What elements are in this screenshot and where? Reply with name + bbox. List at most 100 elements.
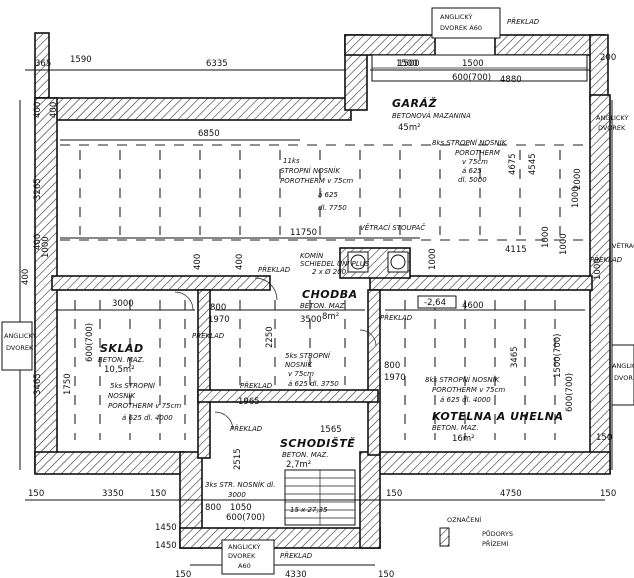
dim-top-7: 600(700)	[452, 73, 491, 83]
dim-bot-1: 150	[28, 489, 44, 499]
lintel-marks: PŘEKLAD PŘEKLAD PŘEKLAD PŘEKLAD PŘEKLAD …	[192, 255, 623, 433]
note-joists-11-l2: STROPNÍ NOSNÍK	[280, 166, 341, 175]
dim-storage-3: 600(700)	[85, 323, 95, 362]
dim-storage-1: 3000	[112, 299, 134, 309]
note-joists-8t-l5: dl. 5000	[458, 176, 487, 184]
lintel-top-line2: DVOREK A60	[440, 24, 482, 32]
dim-top-4: 1500	[396, 59, 418, 69]
courtyard-left-l2: DVOREK	[6, 344, 34, 352]
dim-misc-3: 400	[235, 254, 245, 270]
wall-top-left	[34, 97, 352, 121]
stairs-name: SCHODIŠTĚ	[280, 436, 355, 450]
dims-corridor: 3500 2250 800 1970 1970 800	[208, 303, 406, 383]
note-joists-8t-l2: POROTHERM	[455, 149, 500, 157]
lintel-bottom-line1: ANGLICKÝ	[228, 542, 260, 551]
dim-right-3: 3465	[510, 346, 520, 368]
dim-misc-10: 400	[49, 102, 59, 118]
storage-name: SKLAD	[100, 342, 144, 355]
note-vent: VĚTRACÍ STOUPAČ	[360, 223, 425, 232]
garage-name: GARÁŽ	[392, 96, 438, 110]
dim-bs-2: 4330	[285, 570, 307, 578]
note-joists-5-corridor: 5ks STROPNÍ NOSNÍK v 75cm á 625 dl. 3750	[285, 351, 339, 388]
dim-boiler-3: 600(700)	[565, 373, 575, 412]
note-j3-l2: 3000	[228, 491, 246, 499]
joist-lines	[60, 144, 585, 440]
room-stairs: SCHODIŠTĚ BETON. MAZ. 2,7m²	[280, 436, 355, 470]
dim-bs-4: 150	[378, 570, 394, 578]
dim-left-2: 3265	[33, 178, 43, 200]
lintel-bottom-line3: A60	[238, 562, 251, 570]
door-swings	[174, 277, 377, 431]
wall-right-upper-stub	[589, 34, 609, 101]
dim-left-3: 400	[33, 234, 43, 250]
dims-bottom-row: 150 3350 150 1450 4750 150 150	[28, 489, 616, 533]
note-joists-8t-l4: á 625	[462, 167, 482, 175]
note-j5c-l4: á 625 dl. 3750	[288, 380, 339, 388]
dim-boiler-2: 1500(700)	[553, 334, 563, 379]
note-vent-right: VĚTRACÍ	[612, 241, 634, 250]
wall-bottom-right	[371, 451, 611, 475]
note-j5c-l1: 5ks STROPNÍ	[285, 351, 331, 360]
dim-misc-9: 1000	[593, 258, 603, 280]
dims-top-row: 365 1590 6335 1500 1500 4880 600(700) 20…	[35, 53, 616, 85]
dim-corridor-5: 1970	[384, 373, 406, 383]
dim-misc-7: 1000	[541, 226, 551, 248]
garage-floor: BETONOVÁ MAZANINA	[392, 111, 471, 120]
dim-corridor-2: 2250	[265, 326, 275, 348]
dim-misc-6: 1000	[571, 186, 581, 208]
note-joists-11: 11ks STROPNÍ NOSNÍK POROTHERM v 75cm á 6…	[280, 157, 353, 212]
dim-top-8: 200	[600, 53, 616, 63]
dim-right-5: 1000	[559, 233, 569, 255]
stairs-area: 2,7m²	[286, 460, 311, 470]
dimension-lines	[19, 69, 613, 566]
corridor-floor: BETON. MAZ.	[300, 302, 347, 310]
note-joists-8-top: 8ks STROPNÍ NOSNÍK POROTHERM v 75cm á 62…	[432, 138, 508, 184]
wall-garage-kotelna	[369, 275, 593, 291]
dim-top-1: 365	[35, 59, 51, 69]
dim-right-4115: 4115	[505, 245, 527, 255]
courtyard-right-l1: ANGLICKÝ	[612, 361, 634, 370]
lintel-bottom-label: PŘEKLAD	[280, 551, 313, 560]
dim-misc-4: 1000	[428, 248, 438, 270]
dim-bot-4: 1450	[155, 523, 177, 533]
wall-chodba-kotelna	[367, 289, 381, 456]
dim-stairs-3: 2515	[233, 448, 243, 470]
dim-left-4: 3465	[33, 373, 43, 395]
dims-left-col: 400 3265 400 3465 400	[21, 102, 43, 395]
courtyard-left: ANGLICKÝ DVOREK	[1, 321, 36, 371]
boiler-area: 16m²	[452, 434, 475, 444]
storage-area: 10,5m²	[104, 365, 135, 375]
note-j8b-l2: POROTHERM v 75cm	[432, 386, 505, 394]
boiler-floor: BETON. MAZ.	[432, 424, 479, 432]
dims-right-col: 4675 4545 3465 2000 1000	[508, 153, 583, 368]
legend-marker: OZNAČENÍ PŮDORYS PŘÍZEMÍ	[439, 515, 513, 548]
legend-l2: PŮDORYS	[482, 529, 513, 538]
legend-l1: OZNAČENÍ	[447, 515, 481, 524]
level-value: -2,64	[424, 298, 446, 308]
note-j5c-l3: v 75cm	[288, 370, 314, 378]
lintel-mark-2: PŘEKLAD	[240, 381, 273, 390]
dim-left-5: 400	[21, 269, 31, 285]
dim-misc-8: 1000	[41, 236, 51, 258]
stairs-floor: BETON. MAZ.	[282, 451, 329, 459]
note-joists-3-stairs: 3ks STR. NOSNÍK dl. 3000	[205, 480, 275, 499]
lintel-mark-5: PŘEKLAD	[230, 424, 263, 433]
dim-right-4: 2000	[573, 168, 583, 190]
lintel-top-label: PŘEKLAD	[507, 17, 540, 26]
dim-corridor-1: 3500	[300, 315, 322, 325]
dim-corridor-4: 1970	[208, 315, 230, 325]
dim-right-2: 4545	[528, 153, 538, 175]
dim-garage-inner: 11750	[290, 228, 317, 238]
dims-misc: 400 150 400 1000 1500 1000 1000 1000 100…	[41, 59, 612, 443]
dims-stairs: 1965 1565 2515 600(700) 1050 800	[205, 397, 342, 523]
note-joists-11-l1: 11ks	[283, 157, 300, 165]
dim-bs-1: 1450	[155, 541, 177, 551]
dim-misc-1: 400	[193, 254, 203, 270]
note-joists-8t-l1: 8ks STROPNÍ NOSNÍK	[432, 138, 508, 147]
wall-stair-bottom	[179, 527, 381, 549]
dim-corridor-3: 800	[210, 303, 226, 313]
garage-door	[371, 54, 588, 82]
note-stairs-spec: 15 x 27,35	[290, 506, 328, 514]
dim-top-5: 1500	[462, 59, 484, 69]
dim-misc-2: 150	[596, 433, 612, 443]
